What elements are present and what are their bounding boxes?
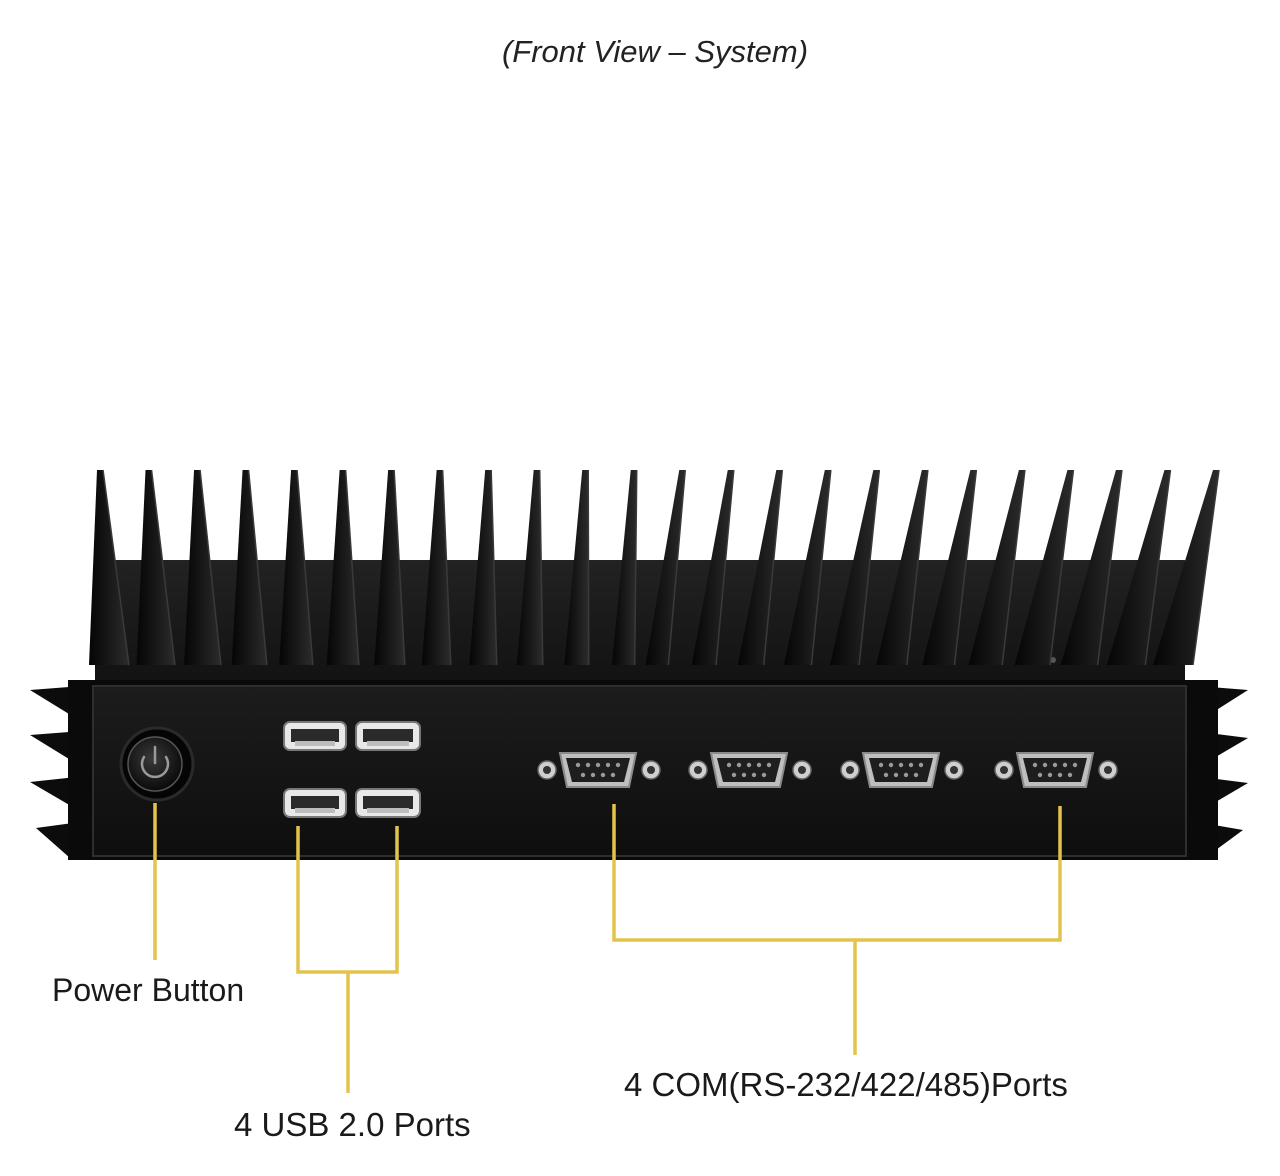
heatsink-fin-edge bbox=[150, 469, 176, 666]
heatsink-fin-edge bbox=[1049, 469, 1075, 666]
heatsink-fin bbox=[184, 470, 221, 665]
heatsink-fin bbox=[922, 470, 977, 665]
heatsink-fin bbox=[645, 470, 686, 665]
heatsink-fin-edge bbox=[1001, 469, 1026, 666]
db9-serial-port-icon bbox=[688, 752, 812, 788]
callout-line-com bbox=[612, 804, 1062, 942]
heatsink-fin-edge bbox=[538, 469, 544, 666]
heatsink-fin-edge bbox=[906, 469, 929, 666]
usb-port-icon bbox=[283, 788, 347, 818]
heatsink-fin bbox=[737, 470, 783, 665]
heatsink-fin bbox=[783, 470, 831, 665]
heatsink-fin-edge bbox=[296, 469, 314, 666]
heatsink-fin bbox=[1153, 470, 1219, 665]
heatsink-fin-edge bbox=[199, 469, 222, 666]
heatsink-fin bbox=[830, 470, 880, 665]
heatsink-fin bbox=[968, 470, 1025, 665]
heatsink-fin bbox=[611, 470, 637, 665]
heatsink-fin bbox=[279, 470, 313, 665]
heatsink-fin-edge bbox=[715, 469, 735, 666]
figure-caption: (Front View – System) bbox=[501, 34, 809, 69]
heatsink-fin bbox=[326, 470, 359, 665]
heatsink-fin bbox=[876, 470, 928, 665]
heatsink-fin-edge bbox=[858, 469, 881, 666]
heatsink-fin bbox=[231, 470, 267, 665]
power-symbol-icon bbox=[140, 745, 170, 779]
com-port-group bbox=[537, 752, 1118, 788]
heatsink-fin bbox=[421, 470, 451, 665]
heatsink-fin-edge bbox=[953, 469, 978, 666]
usb-port-group bbox=[283, 721, 421, 818]
heatsink-fin bbox=[516, 470, 543, 665]
heatsink-fin bbox=[89, 470, 129, 665]
heatsink-fin bbox=[1060, 470, 1122, 665]
heatsink-fin-edge bbox=[247, 469, 268, 666]
heatsink-fin bbox=[1106, 470, 1171, 665]
usb-port-icon bbox=[283, 721, 347, 751]
heatsink-fin bbox=[136, 470, 175, 665]
db9-serial-port-icon bbox=[994, 752, 1118, 788]
heatsink-fin-edge bbox=[762, 469, 784, 666]
heatsink-fin-edge bbox=[344, 469, 360, 666]
heatsink-fin bbox=[564, 470, 589, 665]
heatsink-fin-edge bbox=[393, 469, 406, 666]
usb-port-icon bbox=[355, 788, 421, 818]
heatsink-fin-edge bbox=[441, 469, 452, 666]
heatsink-fin-edge bbox=[102, 469, 130, 666]
db9-serial-port-icon bbox=[840, 752, 964, 788]
heatsink-fin bbox=[691, 470, 734, 665]
heatsink-fin-edge bbox=[1096, 469, 1123, 666]
heatsink-fin bbox=[1014, 470, 1074, 665]
usb-port-icon bbox=[355, 721, 421, 751]
power-button-label: Power Button bbox=[52, 972, 245, 1008]
heatsink-fin-edge bbox=[1192, 469, 1220, 666]
heatsink-fin-edge bbox=[1144, 469, 1172, 666]
heatsink-fin-edge bbox=[587, 469, 590, 666]
heatsink-fin-edge bbox=[667, 469, 687, 666]
db9-serial-port-icon bbox=[537, 752, 661, 788]
heatsink-fin bbox=[469, 470, 497, 665]
callout-lines bbox=[153, 803, 1062, 1093]
heatsink-fins bbox=[89, 469, 1220, 666]
heatsink-fin-edge bbox=[810, 469, 832, 666]
power-button bbox=[119, 726, 195, 802]
heatsink-fin bbox=[374, 470, 405, 665]
usb-ports-label: 4 USB 2.0 Ports bbox=[234, 1106, 471, 1143]
heatsink-fin-edge bbox=[633, 469, 638, 666]
com-ports-label: 4 COM(RS-232/422/485)Ports bbox=[624, 1066, 1068, 1103]
heatsink-fin-edge bbox=[490, 469, 498, 666]
